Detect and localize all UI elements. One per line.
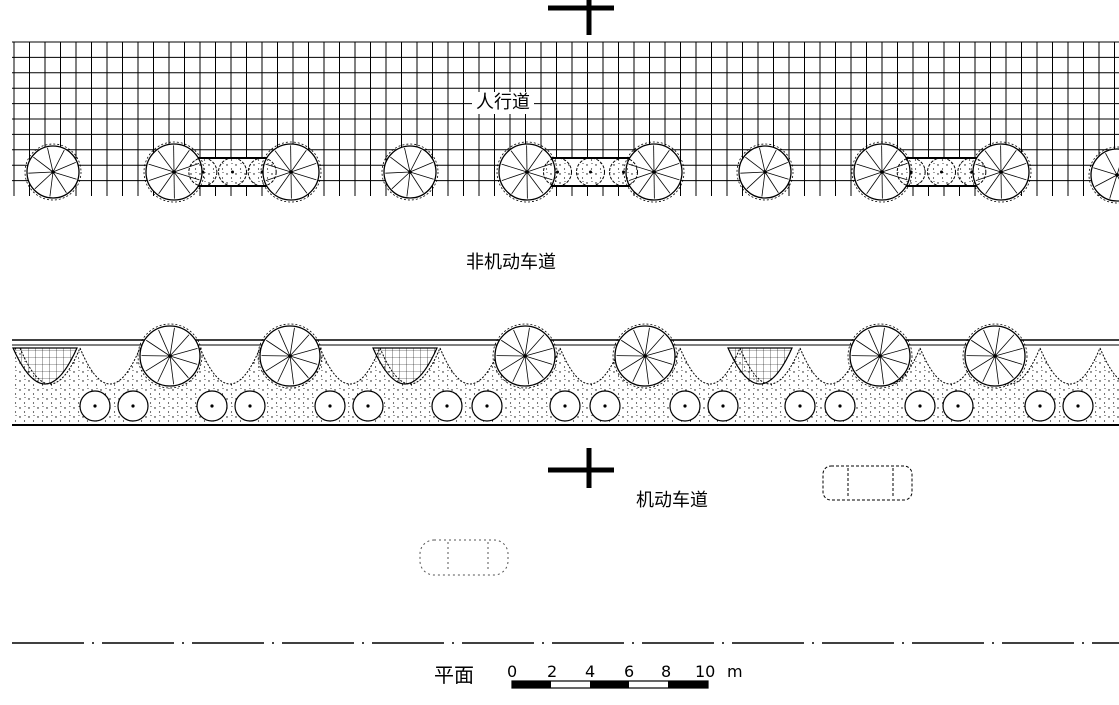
shrub-symbol: [576, 157, 605, 187]
car-outline-left: [419, 539, 509, 576]
hedge-scallop: [439, 347, 501, 385]
small-tree-symbol: [352, 390, 384, 422]
section-marker-bottom: [548, 448, 614, 488]
hedge-scallop: [79, 347, 141, 385]
tree-canopy-symbol: [24, 143, 82, 201]
small-tree-symbol: [234, 390, 266, 422]
small-tree-symbol: [1024, 390, 1056, 422]
hedge-scallop: [1039, 347, 1101, 385]
sidewalk-tree-row: [24, 141, 1119, 204]
small-tree-symbol: [549, 390, 581, 422]
small-tree-symbol: [471, 390, 503, 422]
small-tree-symbol: [824, 390, 856, 422]
small-tree-symbol: [669, 390, 701, 422]
hedge-scallop: [799, 347, 861, 385]
scale-tick-label: 6: [624, 662, 635, 681]
grid-planting-bed: [12, 347, 78, 385]
shrub-symbol: [609, 157, 638, 187]
tree-canopy-symbol: [612, 323, 678, 389]
scale-unit: m: [727, 662, 743, 681]
small-tree-symbol: [707, 390, 739, 422]
shrub-symbol: [927, 157, 956, 187]
shrub-symbol: [896, 157, 926, 187]
small-tree-symbol: [904, 390, 936, 422]
label-bicycle-lane: 非机动车道: [466, 252, 556, 273]
tree-canopy-symbol: [257, 323, 323, 389]
label-motor-lane: 机动车道: [636, 490, 708, 511]
hedge-scallop: [199, 347, 261, 385]
small-tree-symbol: [431, 390, 463, 422]
tree-canopy-symbol: [970, 141, 1032, 203]
scale-tick-label: 10: [695, 662, 716, 681]
small-tree-symbol: [1062, 390, 1094, 422]
tree-canopy-symbol: [623, 141, 685, 203]
scale-tick-label: 2: [547, 662, 558, 681]
section-marker-top: [548, 0, 614, 35]
tree-canopy-symbol: [492, 323, 558, 389]
shrub-symbol: [188, 157, 218, 187]
scale-tick-label: 0: [507, 662, 518, 681]
tree-canopy-symbol: [381, 143, 439, 201]
hedge-scallop: [319, 347, 381, 385]
small-tree-symbol: [784, 390, 816, 422]
tree-canopy-symbol: [847, 323, 913, 389]
median-plantings: [12, 323, 1119, 422]
grid-planting-bed: [372, 347, 438, 385]
shrub-symbol: [218, 157, 247, 187]
small-tree-symbol: [196, 390, 228, 422]
shrub-symbol: [957, 157, 987, 187]
small-tree-symbol: [942, 390, 974, 422]
small-tree-symbol: [117, 390, 149, 422]
tree-canopy-symbol: [736, 143, 794, 201]
tree-canopy-symbol: [137, 323, 203, 389]
tree-canopy-symbol: [1088, 146, 1119, 204]
label-pedestrian-way: 人行道: [472, 92, 534, 114]
plan-title: 平面: [434, 663, 474, 687]
shrub-symbol: [543, 157, 572, 187]
shrub-symbol: [247, 157, 277, 187]
tree-canopy-symbol: [962, 323, 1028, 389]
small-tree-symbol: [314, 390, 346, 422]
hedge-scallop: [559, 347, 621, 385]
hedge-scallop: [1099, 347, 1119, 380]
tree-canopy-symbol: [851, 141, 913, 203]
scale-tick-label: 8: [661, 662, 672, 681]
grid-planting-bed: [727, 347, 793, 385]
scale-tick-label: 4: [585, 662, 596, 681]
hedge-scallop: [679, 347, 741, 385]
small-tree-symbol: [589, 390, 621, 422]
car-outline-right: [822, 465, 913, 501]
small-tree-symbol: [79, 390, 111, 422]
scale-bar: [511, 680, 709, 689]
